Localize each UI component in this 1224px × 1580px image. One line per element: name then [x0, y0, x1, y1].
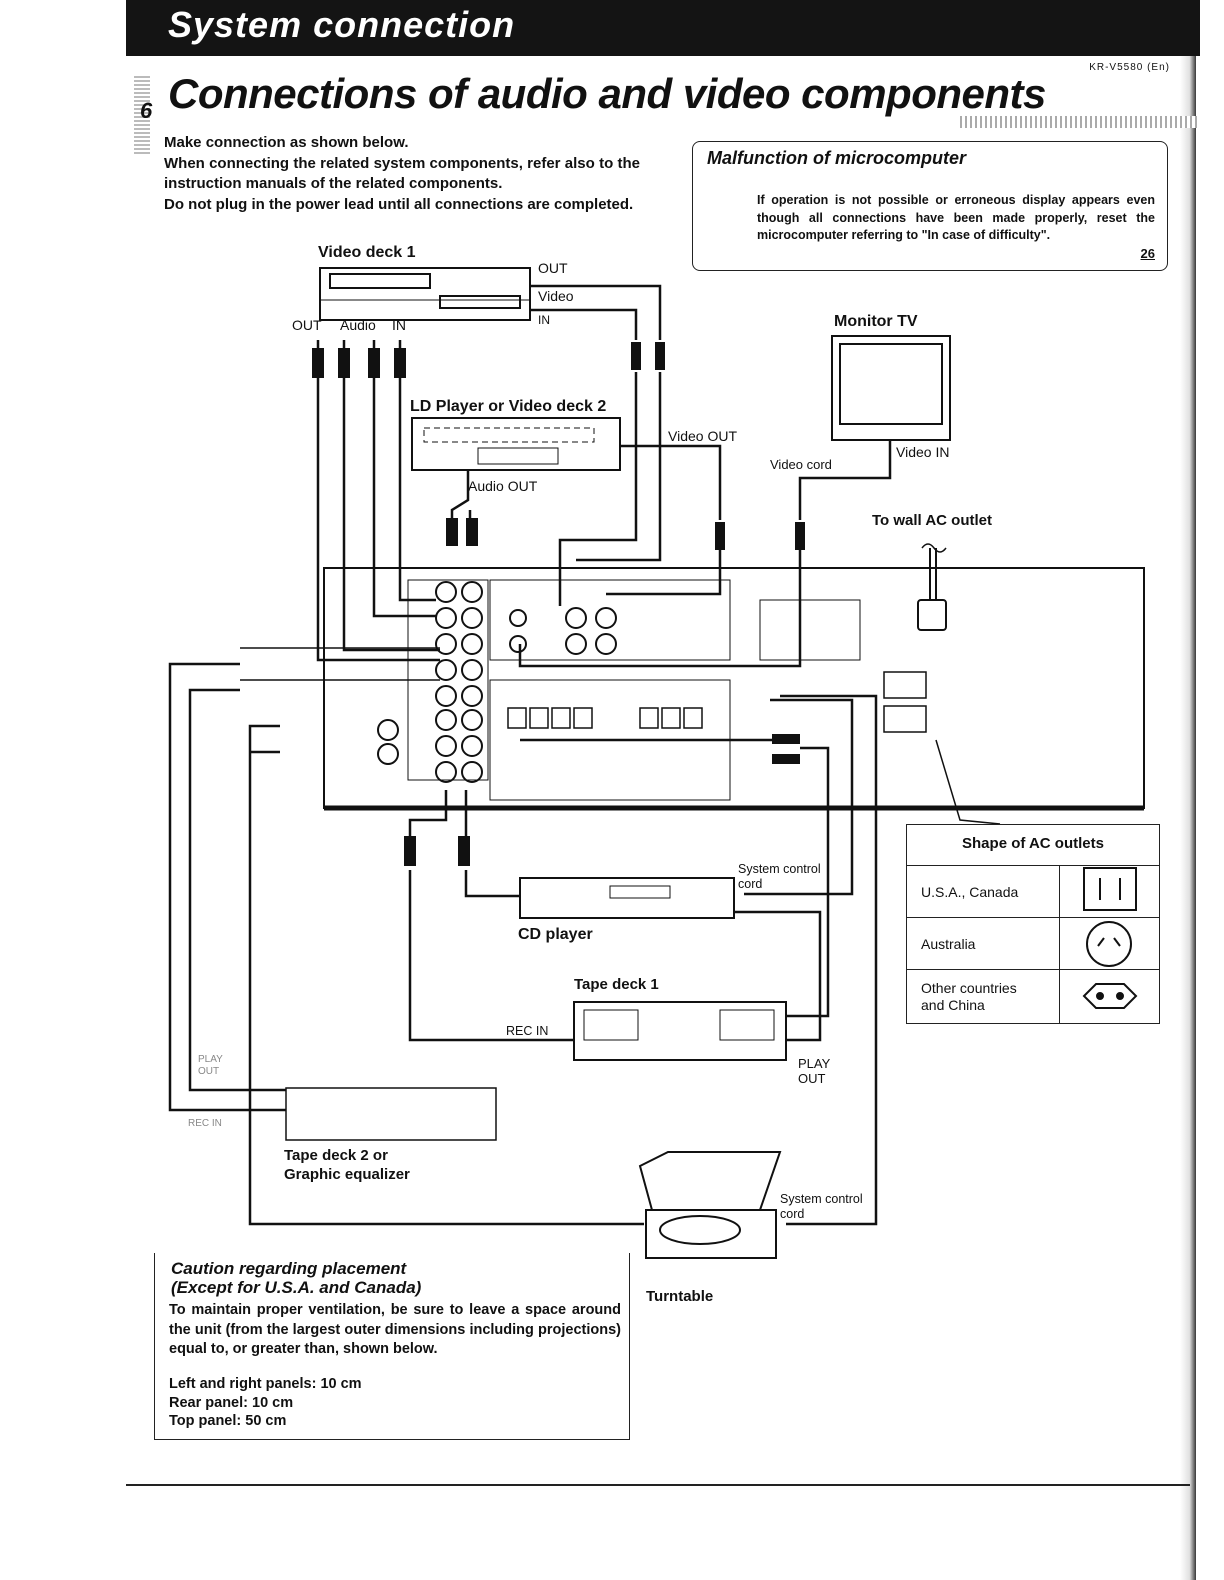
- page-tab-marker: [134, 74, 150, 154]
- malfunction-text: If operation is not possible or erroneou…: [757, 193, 1155, 242]
- list-item: Left and right panels: 10 cm: [169, 1376, 362, 1392]
- list-item: Top panel: 50 cm: [169, 1413, 287, 1429]
- label-video-in: Video IN: [896, 444, 950, 460]
- intro-text: Make connection as shown below. When con…: [164, 133, 640, 215]
- caution-body: To maintain proper ventilation, be sure …: [169, 1302, 621, 1357]
- label-out-audio: OUT: [292, 317, 322, 333]
- title-rule: [960, 116, 1198, 128]
- page-edge-shadow: [1180, 0, 1196, 1580]
- video-deck-1-icon: [319, 267, 531, 321]
- page-title: Connections of audio and video component…: [168, 70, 1046, 117]
- turntable-icon: [638, 1151, 782, 1259]
- intro-line-1: Make connection as shown below.: [164, 134, 409, 151]
- monitor-tv-icon: [831, 335, 951, 441]
- list-item: Rear panel: 10 cm: [169, 1394, 294, 1411]
- malfunction-title: Malfunction of microcomputer: [707, 148, 967, 168]
- speaker-terminals: [507, 707, 703, 729]
- label-system-control-cord-2: System control cord: [780, 1192, 863, 1221]
- tape-deck-2-icon: [285, 1087, 497, 1141]
- caution-title: Caution regarding placement (Except for …: [171, 1259, 421, 1297]
- cables: [168, 284, 892, 1226]
- label-video-cord: Video cord: [770, 457, 832, 472]
- europe-outlet-icon: [1082, 983, 1138, 1009]
- label-ld-player: LD Player or Video deck 2: [410, 398, 607, 415]
- header-bar: [126, 0, 1200, 56]
- table-row: U.S.A., Canada: [907, 865, 1159, 918]
- caution-box: Caution regarding placement (Except for …: [154, 1253, 630, 1440]
- label-system-control-cord-1: System control cord: [738, 862, 821, 891]
- receiver-jacks: [377, 581, 617, 783]
- intro-line-2: When connecting the related system compo…: [164, 154, 640, 193]
- label-audio-out: Audio OUT: [468, 478, 538, 494]
- ac-outlet-title: Shape of AC outlets: [962, 835, 1104, 852]
- switched-outlets: [883, 671, 927, 733]
- section-title: System connection: [168, 4, 516, 45]
- ac-shape-cell: [1059, 970, 1160, 1024]
- label-play-out: PLAY OUT: [798, 1056, 831, 1086]
- table-row: Other countries and China: [907, 969, 1159, 1024]
- ac-shape-cell: [1059, 866, 1160, 918]
- label-out-top: OUT: [538, 260, 568, 276]
- label-tape-deck-1: Tape deck 1: [574, 976, 659, 993]
- label-audio: Audio: [340, 317, 376, 333]
- ac-outlet-table: Shape of AC outlets U.S.A., Canada Austr…: [906, 824, 1160, 1024]
- tape-deck-1-icon: [573, 1001, 787, 1061]
- label-turntable: Turntable: [646, 1288, 714, 1305]
- intro-line-3: Do not plug in the power lead until all …: [164, 195, 634, 213]
- label-play-out-side: PLAY OUT: [198, 1054, 223, 1077]
- ac-row-name: U.S.A., Canada: [921, 884, 1019, 900]
- ac-row-name: Australia: [921, 936, 976, 952]
- label-video-out: Video OUT: [668, 428, 737, 444]
- malfunction-box: Malfunction of microcomputer If operatio…: [692, 141, 1168, 271]
- caution-list: Left and right panels: 10 cm Rear panel:…: [169, 1375, 362, 1431]
- label-video: Video: [538, 288, 574, 304]
- caution-title-line-2: (Except for U.S.A. and Canada): [171, 1278, 422, 1297]
- label-tape-deck-2: Tape deck 2 or Graphic equalizer: [284, 1147, 410, 1183]
- cd-player-icon: [519, 877, 735, 919]
- label-rec-in: REC IN: [506, 1024, 549, 1038]
- label-in-audio: IN: [392, 317, 406, 333]
- table-row: Australia: [907, 917, 1159, 970]
- label-rec-in-side: REC IN: [188, 1118, 222, 1129]
- ld-player-icon: [411, 417, 621, 471]
- label-in-top: IN: [538, 313, 550, 327]
- bottom-rule: [126, 1484, 1190, 1486]
- model-code: KR-V5580 (En): [1089, 62, 1170, 73]
- label-monitor-tv: Monitor TV: [834, 313, 918, 330]
- rca-plugs: [312, 342, 805, 866]
- page-number: 6: [140, 98, 153, 123]
- ac-shape-cell: [1059, 918, 1160, 970]
- caution-title-line-1: Caution regarding placement: [171, 1259, 407, 1278]
- usa-outlet-icon: [1083, 867, 1137, 911]
- ac-row-name: Other countries and China: [921, 980, 1017, 1013]
- australia-outlet-icon: [1086, 921, 1132, 967]
- label-wall-ac: To wall AC outlet: [872, 512, 992, 529]
- label-cd-player: CD player: [518, 926, 593, 943]
- malfunction-page-ref: 26: [1140, 246, 1155, 261]
- label-video-deck-1: Video deck 1: [318, 244, 416, 261]
- power-cord: [929, 548, 937, 600]
- receiver-rear-panel: [323, 567, 1145, 811]
